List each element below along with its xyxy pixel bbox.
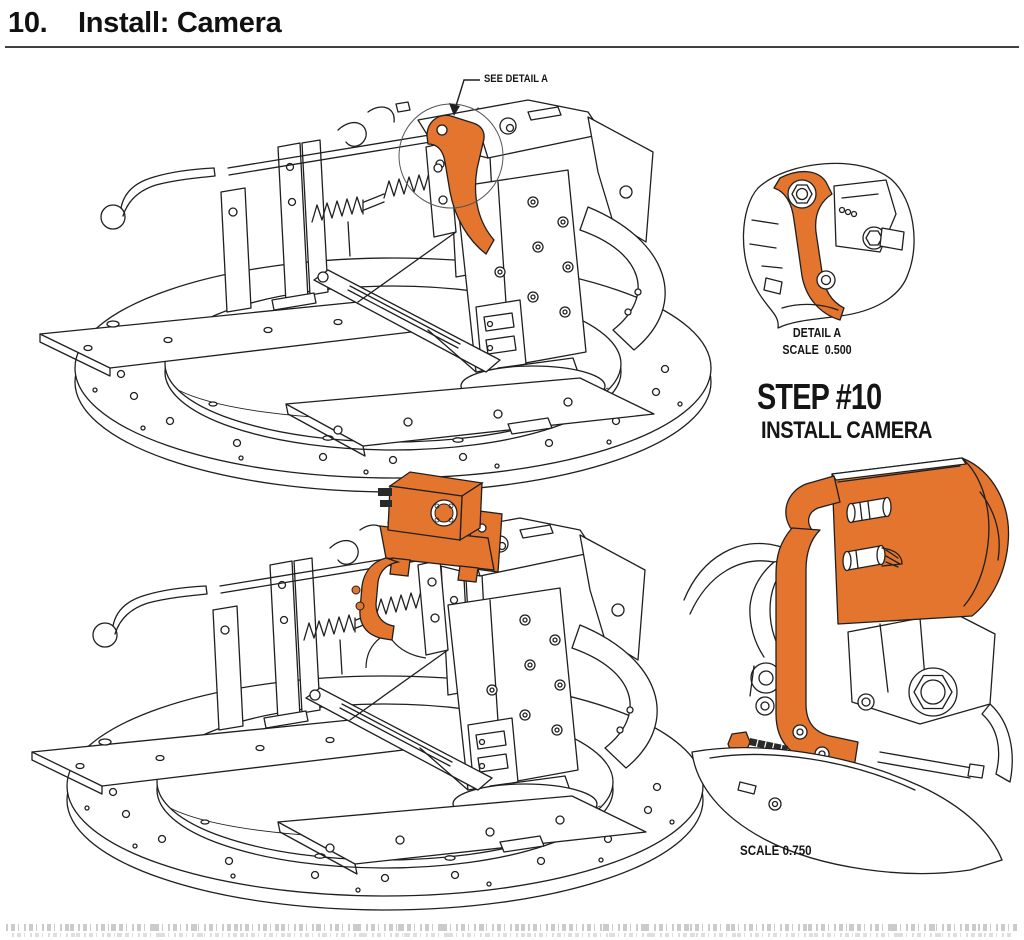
camera-bracket-arm: [359, 557, 401, 641]
step-title: STEP #10: [757, 376, 882, 417]
figure-detail-a: [742, 162, 915, 329]
detail-a-scale: SCALE 0.500: [782, 343, 852, 357]
gimbal-hub: [847, 611, 1013, 783]
camera-connector: [380, 500, 392, 507]
step-heading: STEP #10: [757, 376, 912, 418]
install-detail-scale: SCALE 0.750: [740, 842, 823, 860]
figure-assembly-camera: [31, 471, 704, 911]
figure-install-detail: [683, 457, 1013, 875]
camera-plate-highlight: [831, 457, 1010, 625]
bracket-highlight-detail: [773, 171, 845, 321]
clipped-text-row: [6, 924, 1018, 931]
camera-highlight: [351, 471, 503, 669]
step-subheading: INSTALL CAMERA: [761, 417, 970, 445]
camera-lens: [430, 499, 458, 527]
camera-bracket-highlight: [426, 114, 495, 255]
detail-a-caption: DETAIL A SCALE 0.500: [742, 325, 892, 359]
clipped-text-row-2: [12, 933, 1012, 937]
camera-connector: [378, 488, 392, 496]
clamp-bracket-highlight: [775, 475, 859, 769]
section-number: 10.: [8, 7, 48, 39]
step-subtitle: INSTALL CAMERA: [761, 417, 932, 444]
support-tube: [683, 542, 789, 716]
page-title: Install: Camera: [78, 7, 282, 39]
standoff-bolts: [842, 496, 903, 572]
detail-a-title: DETAIL A: [792, 326, 842, 340]
figure-assembly-bracket: [39, 79, 712, 493]
scale-note-label: SCALE 0.750: [740, 843, 812, 858]
see-detail-label: SEE DETAIL A: [484, 73, 548, 85]
header-divider: [5, 46, 1019, 48]
base-plate: [691, 747, 1003, 875]
see-detail-callout: SEE DETAIL A: [484, 73, 558, 85]
detail-leader-arrow: [449, 79, 480, 116]
